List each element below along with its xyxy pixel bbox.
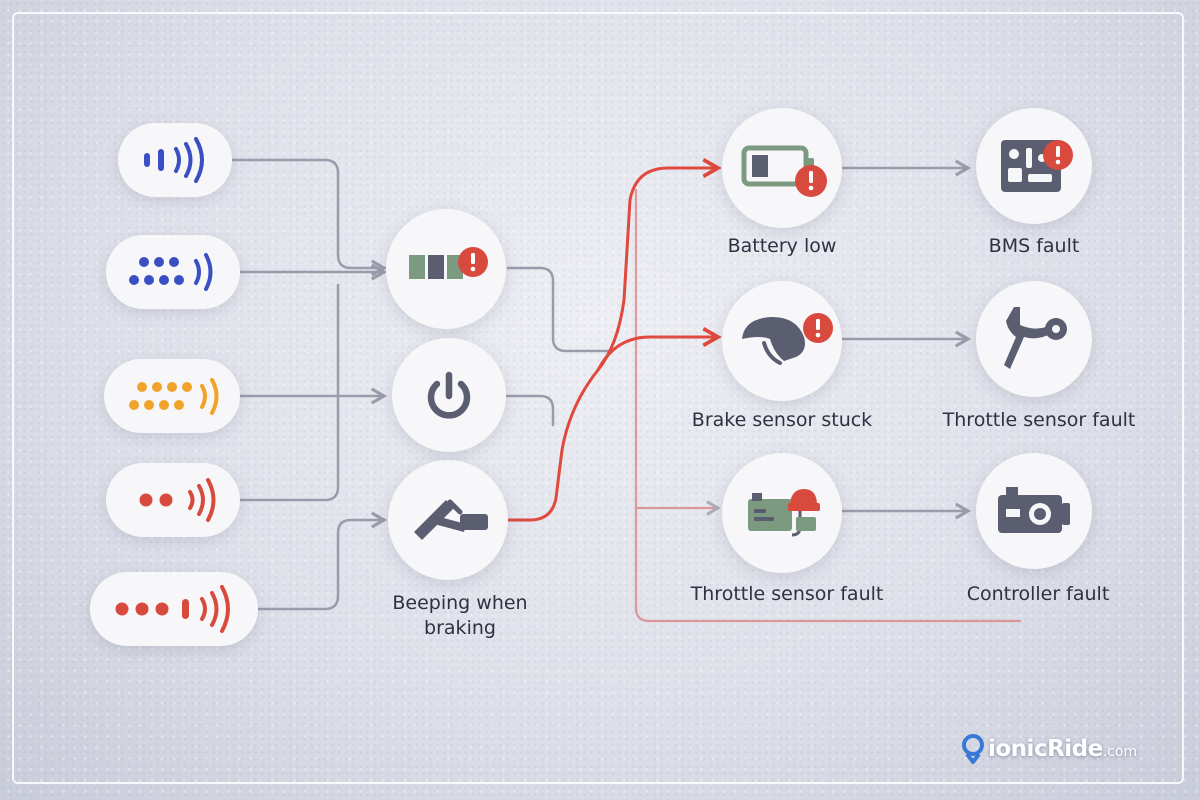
beep-pattern-4[interactable] xyxy=(106,463,240,537)
wire-battery-node-to-bus xyxy=(506,266,614,353)
battery-low-label: Battery low xyxy=(727,235,837,257)
brand-watermark: ionicRide .com xyxy=(958,732,1137,766)
wire-bus-down xyxy=(634,188,1022,623)
bms-fault-node[interactable] xyxy=(976,108,1092,224)
controller-icon xyxy=(998,487,1070,533)
throttle-sensor-fault-label-2: Throttle sensor fault xyxy=(942,409,1136,431)
wire-pattern4-to-junction xyxy=(238,283,340,502)
beep-pattern-3[interactable] xyxy=(104,359,240,433)
beeping-when-braking-label: Beeping when braking xyxy=(392,592,528,639)
wire-pattern1-to-battery-node xyxy=(230,158,388,277)
wire-pattern5-to-brake-node xyxy=(256,511,388,611)
battery-warning-icon xyxy=(409,247,488,279)
beep-pattern-5[interactable] xyxy=(90,572,258,646)
two-short-beeps-icon xyxy=(139,478,216,522)
throttle-wrench-node[interactable] xyxy=(976,281,1092,397)
battery-low-node[interactable] xyxy=(722,108,842,228)
wire-power-node-to-bus xyxy=(504,394,555,427)
bms-fault-icon xyxy=(1001,140,1073,192)
three-short-one-long-beep-icon xyxy=(115,585,230,633)
controller-fault-label: Controller fault xyxy=(966,583,1110,605)
brake-sensor-node[interactable] xyxy=(722,281,842,401)
wire-red-brake-to-battery-low xyxy=(506,157,722,522)
multiple-short-beeps-icon xyxy=(129,378,219,415)
beep-pattern-1[interactable] xyxy=(118,123,232,197)
power-node[interactable] xyxy=(392,338,506,452)
brand-name: ionicRide xyxy=(988,736,1103,762)
short-long-beep-icon xyxy=(144,137,204,183)
throttle-sensor-fault-label-1: Throttle sensor fault xyxy=(690,583,884,605)
bms-fault-label: BMS fault xyxy=(988,235,1080,257)
brake-lever-node[interactable] xyxy=(388,460,508,580)
battery-warning-node[interactable] xyxy=(386,209,506,329)
brake-lever-icon xyxy=(414,499,488,540)
power-icon xyxy=(427,371,471,419)
throttle-sensor-icon xyxy=(748,489,820,537)
controller-fault-node[interactable] xyxy=(976,453,1092,569)
battery-low-icon xyxy=(741,145,827,197)
multiple-short-beeps-icon xyxy=(129,253,213,291)
location-pin-icon xyxy=(962,734,984,764)
brake-sensor-stuck-label: Brake sensor stuck xyxy=(691,409,873,431)
throttle-wrench-icon xyxy=(1004,307,1067,369)
beep-pattern-2[interactable] xyxy=(106,235,240,309)
brake-sensor-icon xyxy=(742,313,833,365)
photo-frame-border xyxy=(12,12,1184,784)
wire-red-to-brake-sensor xyxy=(596,326,722,372)
throttle-sensor-node[interactable] xyxy=(722,453,842,573)
brand-domain: .com xyxy=(1102,744,1138,760)
